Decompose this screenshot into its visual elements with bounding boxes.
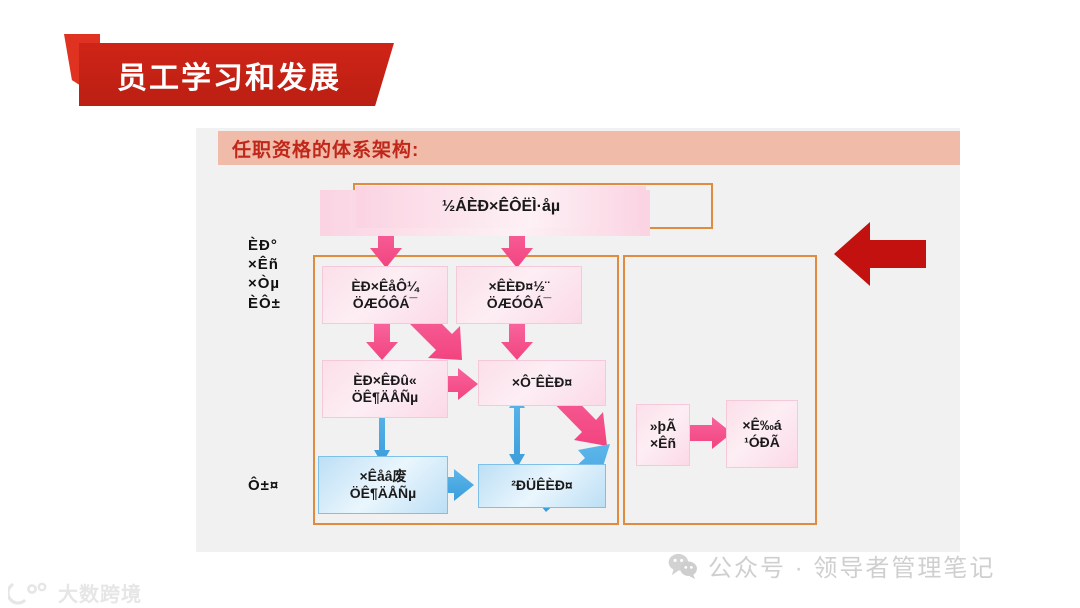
- box-a[interactable]: ÈÐ×ÊåÔ¼ ÖÆÓÔÁ¯: [322, 266, 448, 324]
- box-g[interactable]: »þÃ ×Êñ: [636, 404, 690, 466]
- box-g-line1: »þÃ: [649, 417, 677, 434]
- box-e-line1: ×Êåâ废: [359, 467, 407, 484]
- top-box-label: ½ÁÈÐ×ÊÔËÌ·åµ: [441, 198, 561, 215]
- box-h[interactable]: ×Ê‰á ¹ÓÐÃ: [726, 400, 798, 468]
- content-panel: 任职资格的体系架构:: [196, 128, 960, 552]
- arrow-box-a-to-box-c: [366, 324, 398, 360]
- red-left-arrow-icon: [834, 222, 926, 286]
- brand-text: 大数跨境: [58, 584, 142, 606]
- box-a-line2: ÖÆÓÔÁ¯: [352, 295, 418, 311]
- top-box[interactable]: ½ÁÈÐ×ÊÔËÌ·åµ: [356, 186, 646, 228]
- box-d-line1: ×ÔˉÊÈÐ¤: [511, 374, 573, 391]
- page-title: 员工学习和发展: [117, 61, 341, 95]
- arrow-box-g-to-box-h: [686, 417, 732, 449]
- wechat-watermark: 公众号 · 领导者管理笔记: [668, 548, 995, 583]
- box-e[interactable]: ×Êåâ废 ÖÊ¶ÄÅÑµ: [318, 456, 448, 514]
- qualification-framework-diagram: ½ÁÈÐ×ÊÔËÌ·åµ ÈÐ° ×Êñ ×Òµ ÈÔ± Ô±¤ ÈÐ×ÊåÔ¼…: [196, 128, 960, 552]
- brand-mark-icon: [8, 582, 47, 605]
- section-header-text: 任职资格的体系架构:: [232, 139, 420, 161]
- slide-title-ribbon: 员工学习和发展: [64, 34, 394, 106]
- watermark-text: 公众号 · 领导者管理笔记: [708, 555, 996, 582]
- box-g-line2: ×Êñ: [649, 435, 677, 451]
- box-a-line1: ÈÐ×ÊåÔ¼: [351, 277, 419, 294]
- box-h-line2: ¹ÓÐÃ: [744, 434, 780, 450]
- box-b-line1: ×ÊÈÐ¤½¨: [488, 277, 550, 294]
- box-c[interactable]: ÈÐ×ÊÐû« ÖÊ¶ÄÅÑµ: [322, 360, 448, 418]
- arrow-box-c-box-e-bidirectional: [374, 404, 390, 464]
- box-b-line2: ÖÆÓÔÁ¯: [486, 295, 552, 311]
- section-header-bar: 任职资格的体系架构:: [218, 131, 960, 165]
- box-h-line1: ×Ê‰á: [742, 416, 782, 433]
- arrow-box-b-to-box-d: [501, 324, 533, 360]
- box-b[interactable]: ×ÊÈÐ¤½¨ ÖÆÓÔÁ¯: [456, 266, 582, 324]
- brand-logo: 大数跨境: [8, 578, 142, 607]
- wechat-icon: [668, 553, 697, 579]
- box-c-line1: ÈÐ×ÊÐû«: [353, 371, 417, 388]
- ribbon-banner: 员工学习和发展: [79, 43, 394, 106]
- box-e-line2: ÖÊ¶ÄÅÑµ: [349, 485, 417, 501]
- box-f[interactable]: ²ÐÜÊÈÐ¤: [478, 464, 606, 508]
- box-d[interactable]: ×ÔˉÊÈÐ¤: [478, 360, 606, 406]
- arrow-box-d-box-f-bidirectional: [509, 394, 525, 468]
- side-label-lower: Ô±¤: [248, 477, 280, 494]
- side-label-upper: ÈÐ° ×Êñ ×Òµ ÈÔ±: [248, 237, 281, 312]
- box-f-line1: ²ÐÜÊÈÐ¤: [511, 477, 573, 494]
- box-c-line2: ÖÊ¶ÄÅÑµ: [351, 389, 419, 405]
